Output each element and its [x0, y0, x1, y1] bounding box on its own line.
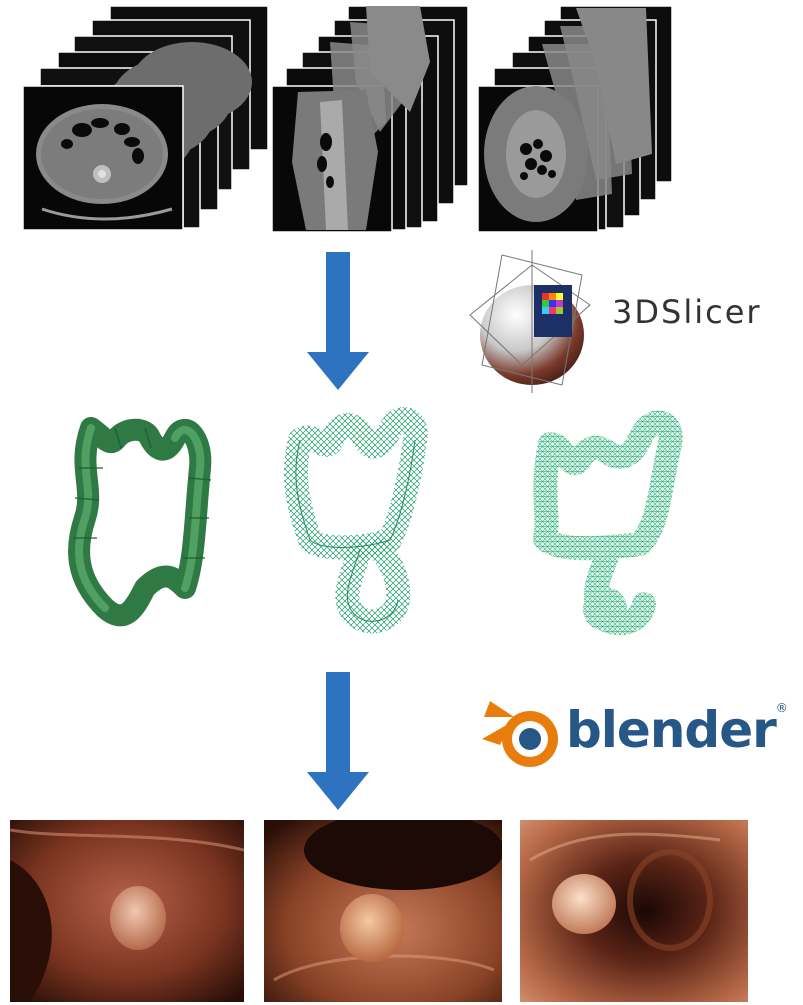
colon-mesh-solid — [55, 408, 215, 636]
slicer-logo-text: 3DSlicer — [612, 293, 762, 331]
ct-stack-sagittal-icon — [476, 4, 676, 234]
colon-wireframe-icon — [270, 400, 440, 636]
ct-stack-axial — [22, 4, 272, 232]
blender-icon — [480, 693, 562, 773]
endoscopy-view-icon — [10, 820, 244, 1002]
endoscopy-view-icon — [520, 820, 748, 1002]
blender-logo-name: blender — [566, 701, 776, 759]
down-arrow-icon — [303, 672, 373, 812]
blender-logo-text: blender® — [566, 701, 787, 759]
slicer-logo: 3DSlicer — [462, 245, 762, 395]
ct-stack-coronal — [270, 2, 475, 234]
blender-registered-mark: ® — [776, 701, 787, 715]
slicer-logo-name: Slicer — [661, 293, 762, 331]
ct-stack-sagittal — [476, 4, 676, 234]
down-arrow-icon — [303, 252, 373, 392]
slicer-cube-icon — [462, 245, 592, 395]
endoscopy-view-icon — [264, 820, 502, 1002]
blender-logo: blender® — [480, 693, 800, 773]
arrow-down-2 — [303, 672, 373, 812]
slicer-logo-prefix: 3D — [612, 293, 661, 331]
endoscopy-view-2 — [264, 820, 502, 1002]
ct-stack-coronal-icon — [270, 2, 475, 234]
ct-stack-axial-icon — [22, 4, 272, 232]
colon-triangulated-icon — [510, 404, 690, 640]
endoscopy-view-1 — [10, 820, 244, 1002]
colon-mesh-triangulated — [510, 404, 690, 640]
arrow-down-1 — [303, 252, 373, 392]
endoscopy-view-3 — [520, 820, 748, 1002]
colon-mesh-icon — [55, 408, 215, 636]
colon-mesh-wireframe — [270, 400, 440, 636]
